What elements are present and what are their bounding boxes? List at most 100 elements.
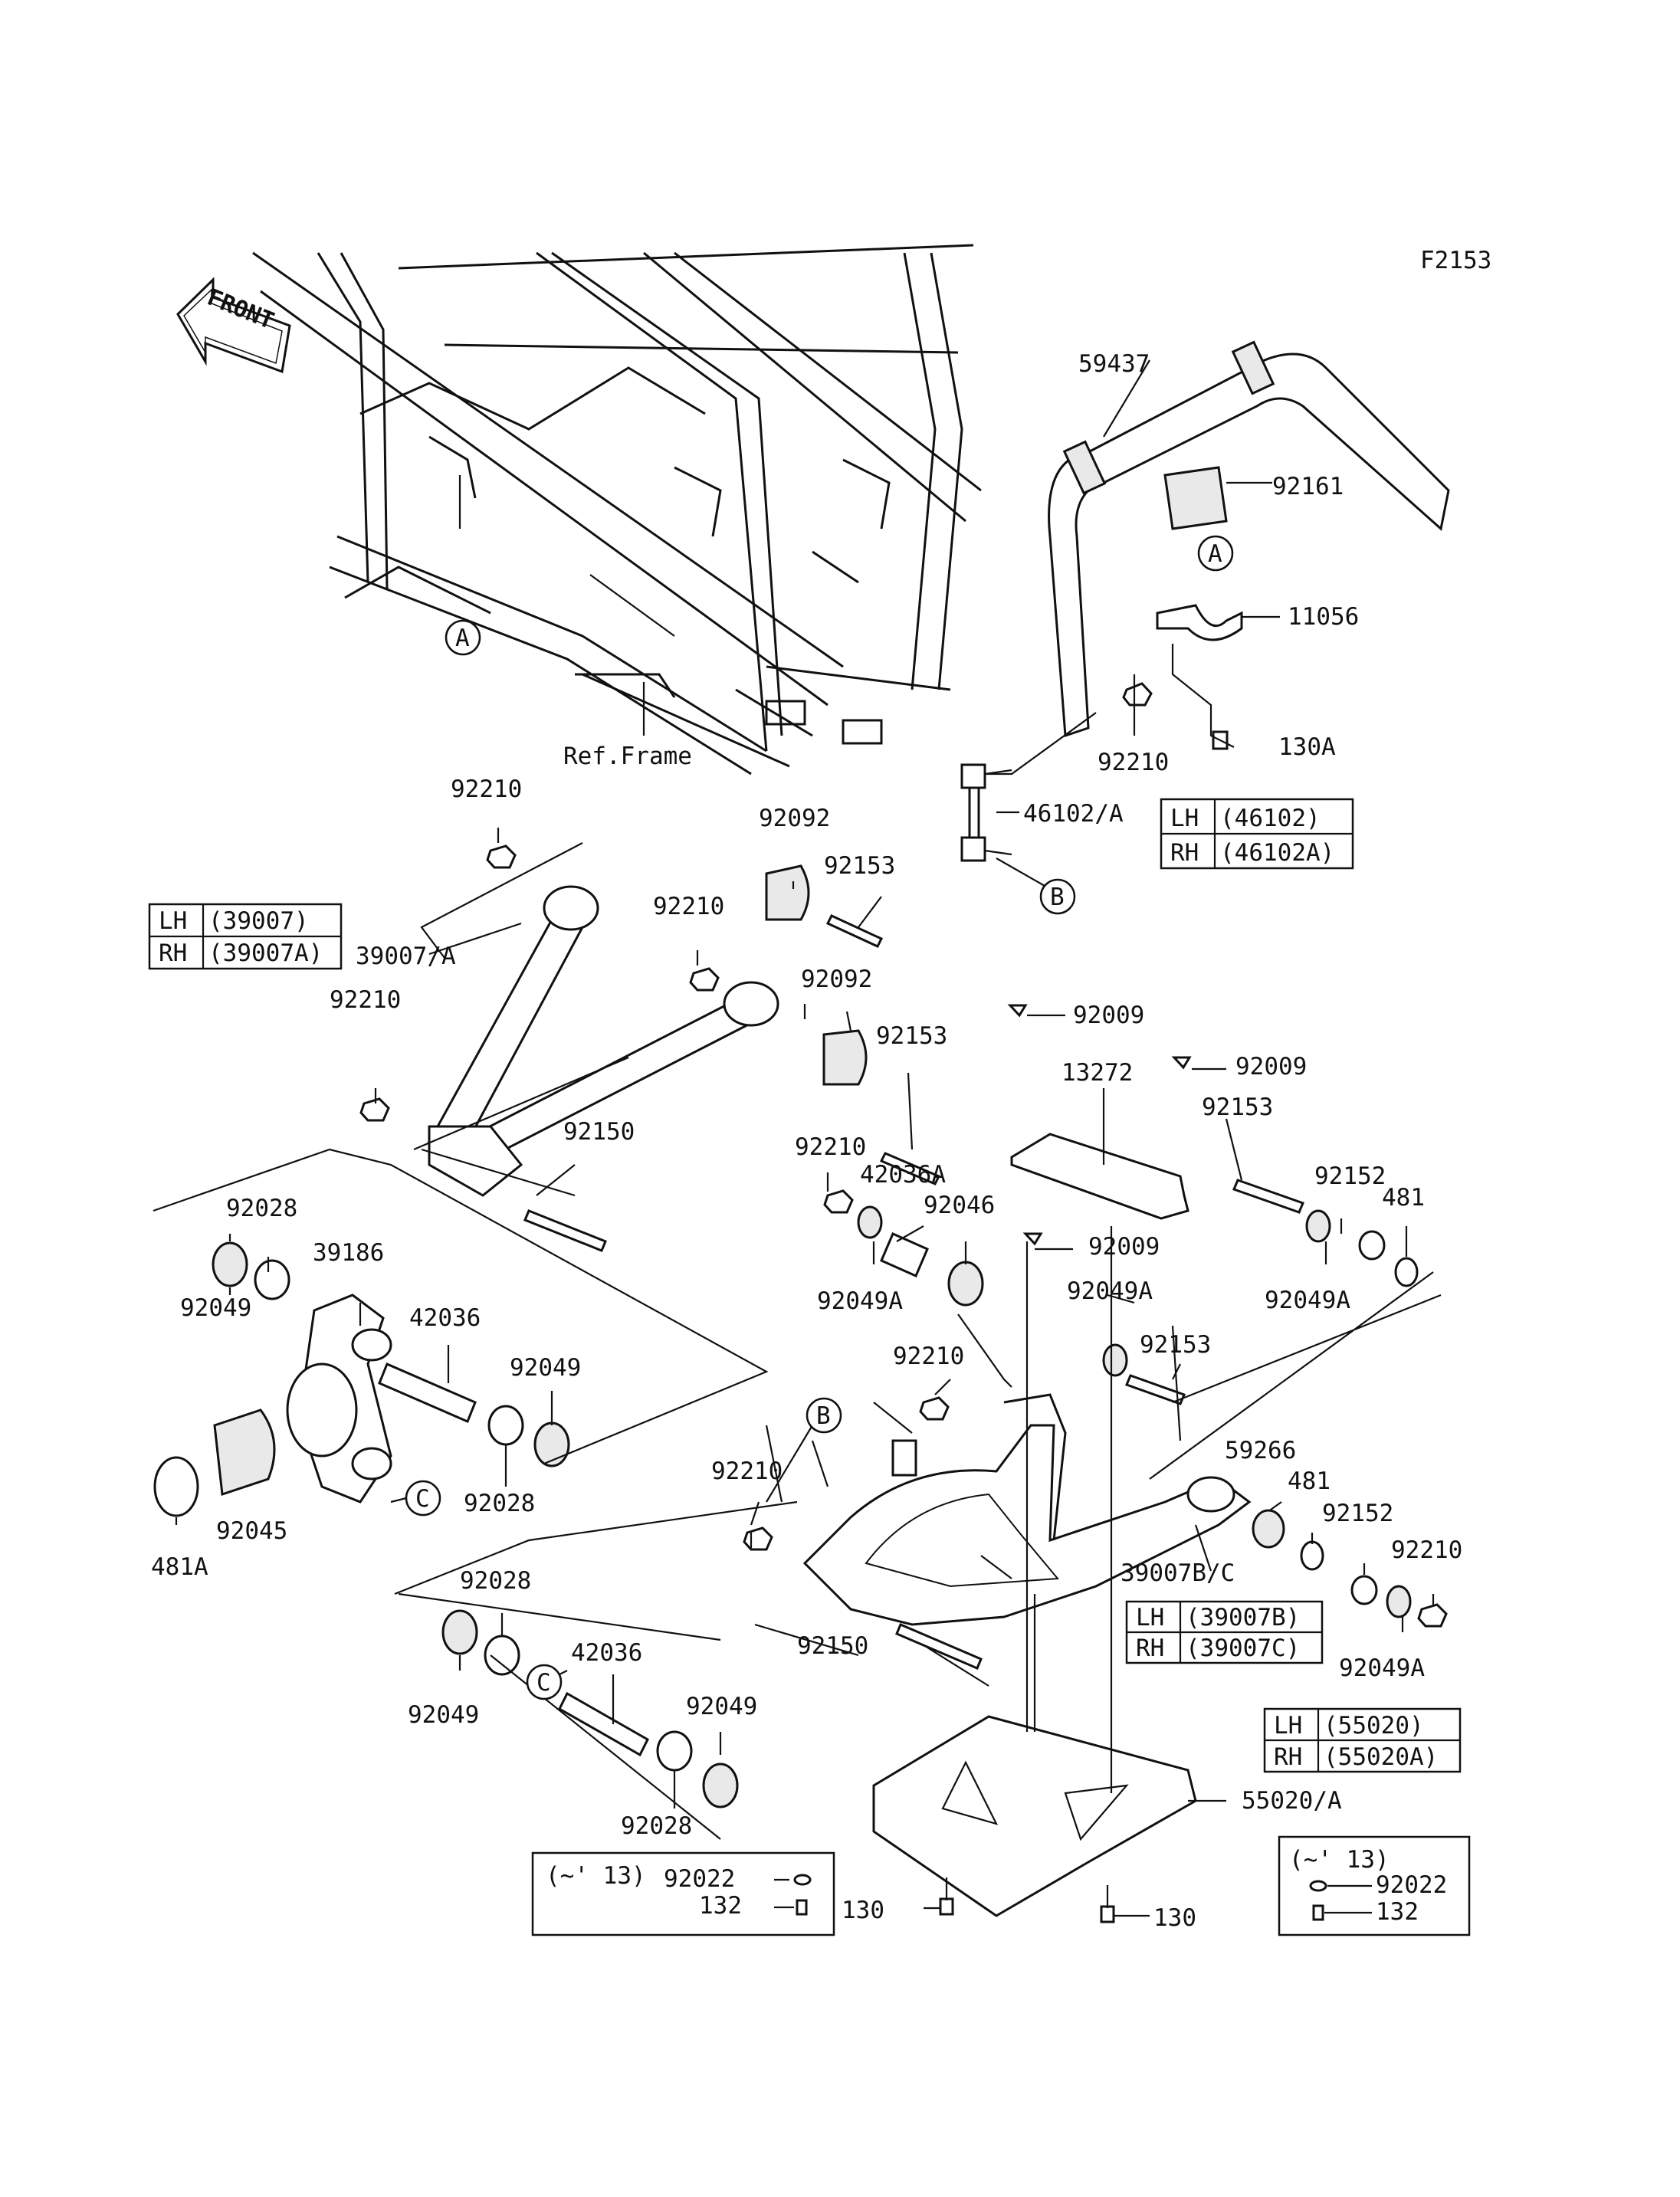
collar-92152-b [1350, 1575, 1378, 1605]
svg-text:LH: LH [159, 907, 187, 935]
figure-code: F2153 [1420, 247, 1491, 274]
seal-92049A-a [857, 1205, 883, 1239]
screw-92009-c [1022, 1232, 1043, 1246]
label-92092-b: 92092 [801, 966, 872, 993]
svg-text:A: A [1208, 540, 1222, 568]
label-130-b: 130 [1153, 1904, 1196, 1932]
seal-92049-a [212, 1241, 248, 1287]
label-92049-a: 92049 [180, 1294, 251, 1322]
sleeve-42036-a [378, 1362, 477, 1423]
label-92028-b: 92028 [464, 1490, 535, 1517]
label-92049A-c: 92049A [1067, 1277, 1153, 1305]
skid-plate-55020 [872, 1715, 1197, 1917]
ref-frame-label: Ref.Frame [563, 743, 692, 770]
svg-text:(55020): (55020) [1324, 1712, 1424, 1740]
label-92049A-a: 92049A [1265, 1287, 1350, 1314]
label-92049A-d: 92049A [1339, 1654, 1425, 1682]
label-92092-a: 92092 [759, 805, 830, 832]
nut-92210-d [823, 1189, 854, 1214]
bolt-92150-a [523, 1209, 607, 1252]
seal-92049A-d [1386, 1585, 1412, 1618]
svg-text:(~' 13): (~' 13) [1289, 1846, 1390, 1874]
label-92009-a: 92009 [1073, 1002, 1144, 1029]
svg-text:(39007B): (39007B) [1186, 1604, 1300, 1631]
label-13272: 13272 [1061, 1059, 1133, 1087]
label-39007: 39007/A [356, 943, 456, 970]
label-92153-b: 92153 [876, 1022, 947, 1050]
collar-92028-b [487, 1405, 524, 1446]
plate-13272 [1010, 1133, 1189, 1220]
label-92210-d: 92210 [795, 1133, 866, 1161]
upper-a-arm [427, 885, 779, 1197]
collar-92028-a [254, 1259, 290, 1300]
label-130A: 130A [1278, 733, 1336, 761]
bracket-11056 [1156, 604, 1243, 641]
svg-text:A: A [455, 625, 470, 652]
stabilizer-bar [1048, 340, 1450, 738]
svg-text:(~' 13): (~' 13) [546, 1862, 646, 1890]
screw-92009-b [1171, 1056, 1192, 1070]
nut-92210-stab [1122, 682, 1153, 707]
label-42036A: 42036A [860, 1161, 946, 1189]
seal-92049-d [702, 1763, 739, 1808]
collar-92152-a [1358, 1230, 1386, 1261]
bushing-92046 [947, 1261, 984, 1307]
svg-text:RH: RH [1274, 1743, 1302, 1771]
callout-c-sleeve: C [526, 1664, 563, 1700]
svg-text:(39007C): (39007C) [1186, 1635, 1300, 1662]
svg-text:B: B [1050, 884, 1065, 911]
label-92009-c: 92009 [1088, 1233, 1160, 1261]
sleeve-42036A [880, 1232, 929, 1277]
label-481-a: 481 [1382, 1184, 1425, 1212]
label-92049-c: 92049 [408, 1701, 479, 1729]
label-92028-a: 92028 [226, 1195, 297, 1222]
label-92210-e: 92210 [893, 1343, 964, 1370]
screw-92009-a [1007, 1004, 1028, 1018]
label-92152-a: 92152 [1314, 1162, 1386, 1190]
label-92152-b: 92152 [1322, 1500, 1393, 1527]
callout-a-frame: A [445, 619, 481, 656]
label-42036-b: 42036 [571, 1639, 642, 1667]
table-39007BC: LH (39007B) RH (39007C) [1125, 1600, 1324, 1664]
label-59266: 59266 [1225, 1437, 1296, 1464]
nut-92210-g [1417, 1603, 1448, 1628]
label-39007BC: 39007B/C [1121, 1559, 1235, 1587]
svg-text:92022: 92022 [1376, 1871, 1447, 1899]
callout-a-stabilizer: A [1197, 535, 1234, 572]
svg-text:RH: RH [1136, 1635, 1164, 1662]
label-481-b: 481 [1288, 1467, 1331, 1495]
circlip-481-a [1394, 1257, 1419, 1287]
table-39007: LH (39007) RH (39007A) [148, 903, 343, 970]
callout-b-arm: B [806, 1397, 842, 1434]
circlip-481-b [1300, 1540, 1324, 1571]
label-92028-c: 92028 [460, 1567, 531, 1595]
callout-b-link: B [1039, 878, 1076, 915]
nut-92210-a [486, 844, 517, 869]
svg-text:92022: 92022 [664, 1865, 735, 1893]
label-92210-f: 92210 [711, 1458, 783, 1485]
bushing-92161 [1163, 466, 1228, 530]
collar-92028-d [656, 1730, 693, 1772]
svg-text:C: C [415, 1485, 430, 1513]
knuckle-39186 [286, 1294, 392, 1503]
label-92150-b: 92150 [797, 1632, 868, 1660]
svg-text:C: C [536, 1669, 551, 1697]
seal-92049-b [533, 1421, 570, 1467]
note-box-left: (~' 13) 92022 132 [531, 1851, 835, 1936]
label-92210-stab: 92210 [1098, 749, 1169, 776]
svg-text:LH: LH [1274, 1712, 1302, 1740]
label-92210-c: 92210 [330, 986, 401, 1014]
label-46102: 46102/A [1023, 800, 1124, 828]
label-92210-g: 92210 [1391, 1536, 1462, 1564]
sleeve-42036-b [558, 1691, 649, 1757]
seal-92049-c [441, 1609, 478, 1655]
front-arrow-icon: FRONT [176, 277, 291, 374]
table-55020: LH (55020) RH (55020A) [1263, 1707, 1462, 1773]
label-92210-b: 92210 [653, 893, 724, 920]
bolt-130-b [1100, 1905, 1115, 1923]
label-92153-a: 92153 [824, 852, 895, 880]
bolt-130-a [939, 1897, 954, 1916]
callout-c-knuckle: C [405, 1480, 441, 1517]
label-130-a: 130 [842, 1897, 884, 1924]
